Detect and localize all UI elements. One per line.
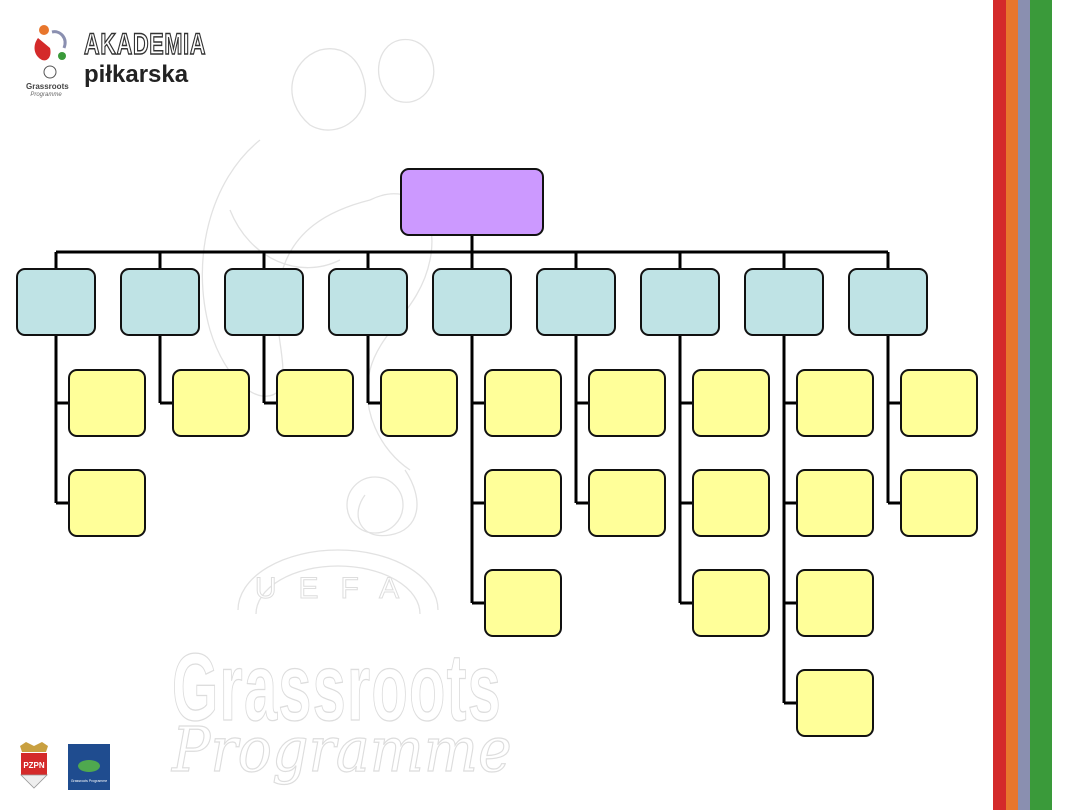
child-node-3-1 [276,369,354,437]
child-node-9-1 [900,369,978,437]
child-node-7-1 [692,369,770,437]
branch-node-1 [16,268,96,336]
child-node-4-1 [380,369,458,437]
stripe-orange [1006,0,1018,810]
stripe-slate [1018,0,1030,810]
watermark-programme: Programme [171,713,512,786]
child-node-2-1 [172,369,250,437]
logo-title: AKADEMIA [83,28,207,61]
stripe-green [1030,0,1052,810]
logo-subtitle: piłkarska [84,61,189,88]
logo-badge-subtext: Programme [30,92,62,98]
child-node-5-3 [484,569,562,637]
branch-node-8 [744,268,824,336]
child-node-5-2 [484,469,562,537]
watermark-uefa-arc: UEFA [237,549,439,615]
watermark-uefa-text: UEFA [255,572,421,605]
branch-node-6 [536,268,616,336]
branch-node-5 [432,268,512,336]
logo-badge-text: Grassroots [26,82,69,91]
pzpn-crest-icon: PZPN [20,742,48,789]
child-node-1-2 [68,469,146,537]
child-node-8-2 [796,469,874,537]
child-node-8-3 [796,569,874,637]
stripe-red [993,0,1006,810]
branch-node-4 [328,268,408,336]
branch-node-3 [224,268,304,336]
child-node-7-3 [692,569,770,637]
watermark-grassroots: Grassroots [172,634,502,741]
branch-node-2 [120,268,200,336]
grassroots-logo-label: Grassroots Programme [71,779,107,783]
pzpn-crest-label: PZPN [23,761,45,770]
org-root-node [400,168,544,236]
child-node-6-2 [588,469,666,537]
child-node-7-2 [692,469,770,537]
child-node-8-4 [796,669,874,737]
child-node-8-1 [796,369,874,437]
branch-node-9 [848,268,928,336]
grassroots-logo-icon: Grassroots Programme [68,744,110,790]
child-node-5-1 [484,369,562,437]
branch-node-7 [640,268,720,336]
child-node-1-1 [68,369,146,437]
child-node-6-1 [588,369,666,437]
akademia-badge-icon [34,25,67,79]
child-node-9-2 [900,469,978,537]
